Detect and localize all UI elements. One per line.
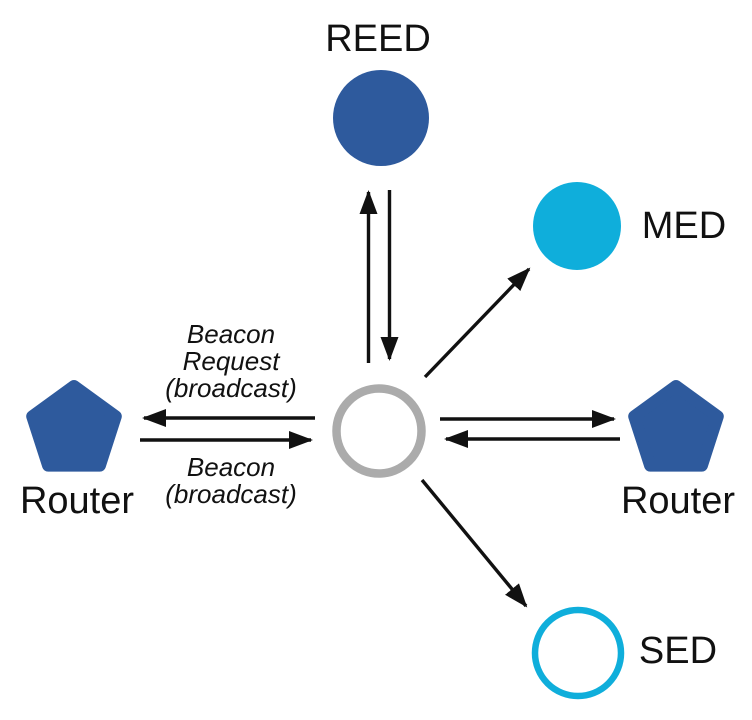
router-left-node-pentagon — [26, 380, 122, 472]
beacon-request-line-2: Request — [182, 346, 280, 376]
beacon-edge-label: Beacon (broadcast) — [165, 454, 297, 508]
beacon-line-2: (broadcast) — [165, 479, 297, 509]
sed-node-circle — [531, 606, 625, 700]
router-right-node-label: Router — [620, 480, 736, 522]
med-node-circle — [533, 182, 621, 270]
router-left-node-label: Router — [19, 480, 135, 522]
sed-node-label: SED — [638, 630, 718, 672]
reed-node-circle — [333, 70, 429, 166]
edge-center-to-med — [423, 267, 531, 379]
med-node-label: MED — [641, 205, 727, 247]
router-right-node-pentagon — [628, 380, 724, 472]
center-node-circle — [332, 384, 426, 478]
edge-center-to-sed — [420, 478, 528, 608]
reed-node-label: REED — [325, 18, 431, 60]
beacon-line-1: Beacon — [186, 452, 276, 482]
beacon-request-line-1: Beacon — [186, 319, 276, 349]
beacon-request-edge-label: Beacon Request (broadcast) — [165, 321, 297, 402]
beacon-request-line-3: (broadcast) — [165, 373, 297, 403]
